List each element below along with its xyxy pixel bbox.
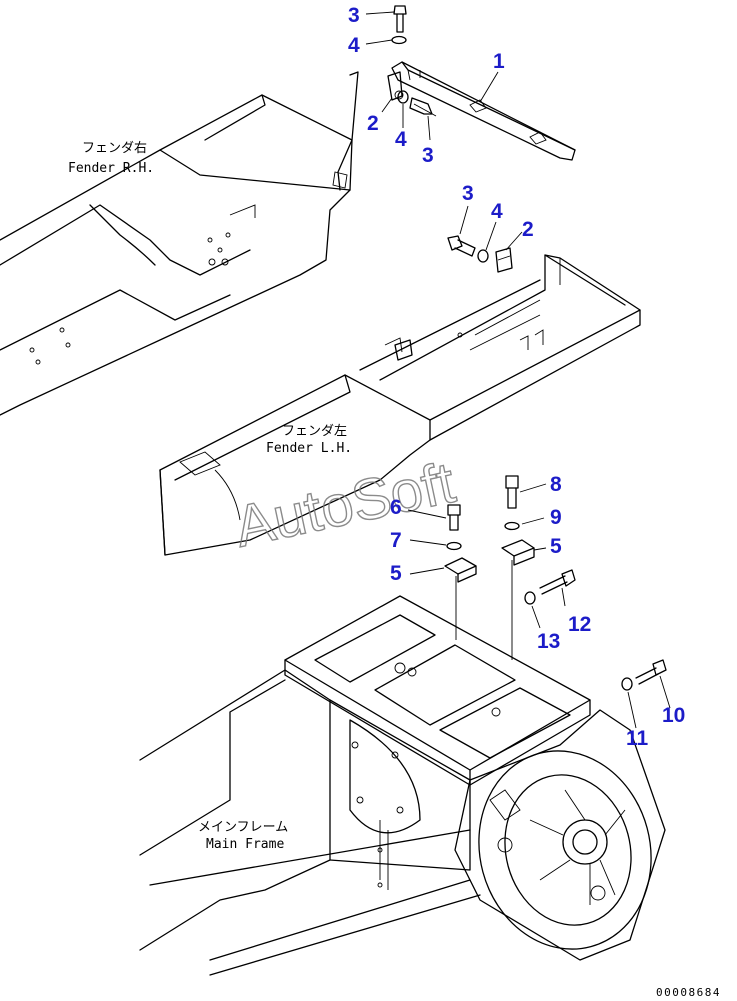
callout-5-left: 5 [390, 562, 402, 585]
callout-6: 6 [390, 496, 402, 519]
callout-9: 9 [550, 506, 562, 529]
callout-3-upper: 3 [422, 144, 434, 167]
callout-12: 12 [568, 613, 591, 636]
middle-fasteners [447, 235, 513, 273]
upper-fasteners [387, 5, 437, 117]
callout-4-top: 4 [348, 34, 360, 57]
callout-3-middle: 3 [462, 182, 474, 205]
lower-fasteners [444, 475, 667, 691]
fender-rh-drawing [0, 71, 359, 416]
fender-rh-label-en: Fender R.H. [68, 161, 154, 176]
watermark: AutoSoft [229, 450, 460, 560]
main-frame-drawing [139, 595, 666, 976]
callout-7: 7 [390, 529, 402, 552]
fender-lh-drawing [159, 254, 641, 556]
document-number: 00008684 [656, 986, 721, 999]
callout-13: 13 [537, 630, 560, 653]
fender-lh-label-en: Fender L.H. [266, 441, 352, 456]
callout-3-top: 3 [348, 4, 360, 27]
callout-5-right: 5 [550, 535, 562, 558]
callout-4-upper: 4 [395, 128, 407, 151]
callout-10: 10 [662, 704, 685, 727]
callout-1: 1 [493, 50, 505, 73]
callout-4-middle: 4 [491, 200, 503, 223]
callout-8: 8 [550, 473, 562, 496]
main-frame-label-jp: メインフレーム [198, 820, 288, 835]
main-frame-label-en: Main Frame [206, 837, 284, 852]
callout-leaders [365, 11, 671, 729]
callout-2-upper: 2 [367, 112, 379, 135]
callouts: 3 4 1 2 4 3 3 4 2 8 6 9 7 5 5 12 13 10 1… [348, 4, 685, 750]
callout-11: 11 [626, 727, 649, 750]
fender-lh-label-jp: フェンダ左 [282, 424, 347, 439]
callout-2-middle: 2 [522, 218, 534, 241]
fender-rh-label-jp: フェンダ右 [82, 141, 147, 156]
part-1-bracket-bar [391, 61, 576, 161]
